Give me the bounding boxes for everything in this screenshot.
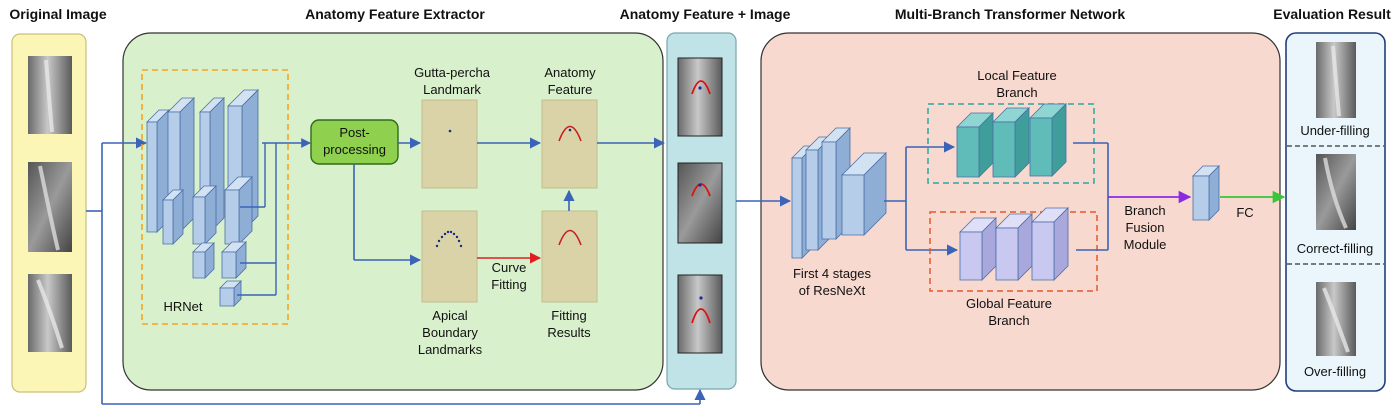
apical-landmark-dot	[435, 244, 439, 248]
local-branch-block-0	[956, 112, 994, 178]
fc-block	[1192, 165, 1220, 221]
global-branch-block-2	[1031, 207, 1069, 281]
combined-image-2	[677, 162, 723, 244]
hrnet-stage3-block-1	[221, 241, 247, 279]
fitting-label-2: Results	[547, 325, 591, 340]
hrnet-stage3-block-0	[192, 242, 215, 279]
combined-image-1	[677, 57, 723, 137]
hrnet-blocks	[146, 89, 259, 307]
apical-landmark-dot	[459, 244, 463, 248]
apical-landmark-dot	[449, 230, 453, 234]
apical-landmark-dot	[443, 232, 447, 236]
resnext-stage-block-3	[841, 152, 887, 236]
post-processing-label-1: Post-	[339, 125, 369, 140]
result-label-under: Under-filling	[1300, 123, 1369, 138]
hrnet-box	[141, 69, 289, 325]
original-xray-1	[28, 56, 72, 134]
hrnet-connectors	[237, 138, 311, 296]
header-anatomy-extractor: Anatomy Feature Extractor	[305, 6, 485, 22]
result-xray-correct	[1316, 154, 1356, 230]
anatomy-feature-point	[568, 128, 572, 132]
post-processing-arrows	[353, 137, 422, 266]
anatomy-feature-curve	[558, 125, 582, 142]
header-original-image: Original Image	[9, 6, 106, 22]
result-label-over: Over-filling	[1304, 364, 1366, 379]
header-evaluation-result: Evaluation Result	[1273, 6, 1391, 22]
global-branch-block-0	[959, 217, 997, 281]
combined-image-3	[677, 274, 723, 354]
global-branch-blocks	[959, 207, 1069, 281]
gutta-landmark-image	[421, 99, 478, 189]
fusion-label-2: Fusion	[1125, 220, 1164, 235]
apical-label-3: Landmarks	[418, 342, 483, 357]
original-xray-3	[28, 274, 72, 352]
original-xray-2	[28, 162, 72, 252]
hrnet-stage2-block-1	[192, 185, 217, 245]
fitting-results-image	[541, 210, 598, 303]
apical-label-1: Apical	[432, 308, 468, 323]
apical-landmark-dot	[437, 239, 441, 243]
local-branch-block-2	[1029, 103, 1067, 177]
anatomy-label-1: Anatomy	[544, 65, 596, 80]
apical-landmark-dot	[446, 230, 450, 234]
header-anatomy-plus-image: Anatomy Feature + Image	[620, 6, 791, 22]
hrnet-stage4-block	[219, 280, 242, 307]
fusion-label-3: Module	[1124, 237, 1167, 252]
global-branch-label-2: Branch	[988, 313, 1029, 328]
fitting-results-curve	[558, 229, 582, 246]
local-branch-label-2: Branch	[996, 85, 1037, 100]
local-branch-blocks	[956, 103, 1067, 178]
gutta-landmark-point	[448, 129, 452, 133]
resnext-blocks	[791, 127, 887, 259]
fitting-label-1: Fitting	[551, 308, 586, 323]
resnext-label-2: of ResNeXt	[799, 283, 866, 298]
input-arrows	[86, 137, 706, 405]
gutta-label-2: Landmark	[423, 82, 481, 97]
result-label-correct: Correct-filling	[1297, 241, 1374, 256]
curve-fitting-label-2: Fitting	[491, 277, 526, 292]
fc-cube	[1192, 165, 1220, 221]
gutta-label-1: Gutta-percha	[414, 65, 491, 80]
hrnet-stage2-block-0	[162, 189, 184, 245]
apical-landmarks-image	[421, 210, 478, 303]
apical-landmark-dot	[440, 235, 444, 239]
result-xray-over	[1316, 282, 1356, 356]
branch-merge-lines	[1073, 142, 1109, 251]
apical-label-2: Boundary	[422, 325, 478, 340]
apical-landmark-dot	[452, 232, 456, 236]
hrnet-label: HRNet	[163, 299, 202, 314]
local-branch-block-1	[992, 107, 1030, 178]
global-branch-label-1: Global Feature	[966, 296, 1052, 311]
global-branch-block-1	[995, 213, 1033, 281]
apical-landmark-dot	[455, 235, 459, 239]
post-processing-label-2: processing	[323, 142, 386, 157]
header-transformer-network: Multi-Branch Transformer Network	[895, 6, 1125, 22]
result-xray-under	[1316, 42, 1356, 118]
anatomy-feature-image	[541, 99, 598, 189]
fc-label: FC	[1236, 205, 1253, 220]
global-branch-box	[929, 211, 1098, 292]
apical-landmark-dots	[435, 230, 463, 248]
anatomy-label-2: Feature	[548, 82, 593, 97]
branch-split-arrows	[884, 141, 959, 256]
fusion-label-1: Branch	[1124, 203, 1165, 218]
local-branch-label-1: Local Feature	[977, 68, 1057, 83]
apical-landmark-dot	[457, 239, 461, 243]
hrnet-stage1-block-1	[167, 97, 195, 233]
curve-fitting-label-1: Curve	[492, 260, 527, 275]
hrnet-stage2-block-2	[224, 176, 253, 245]
resnext-label-1: First 4 stages	[793, 266, 872, 281]
